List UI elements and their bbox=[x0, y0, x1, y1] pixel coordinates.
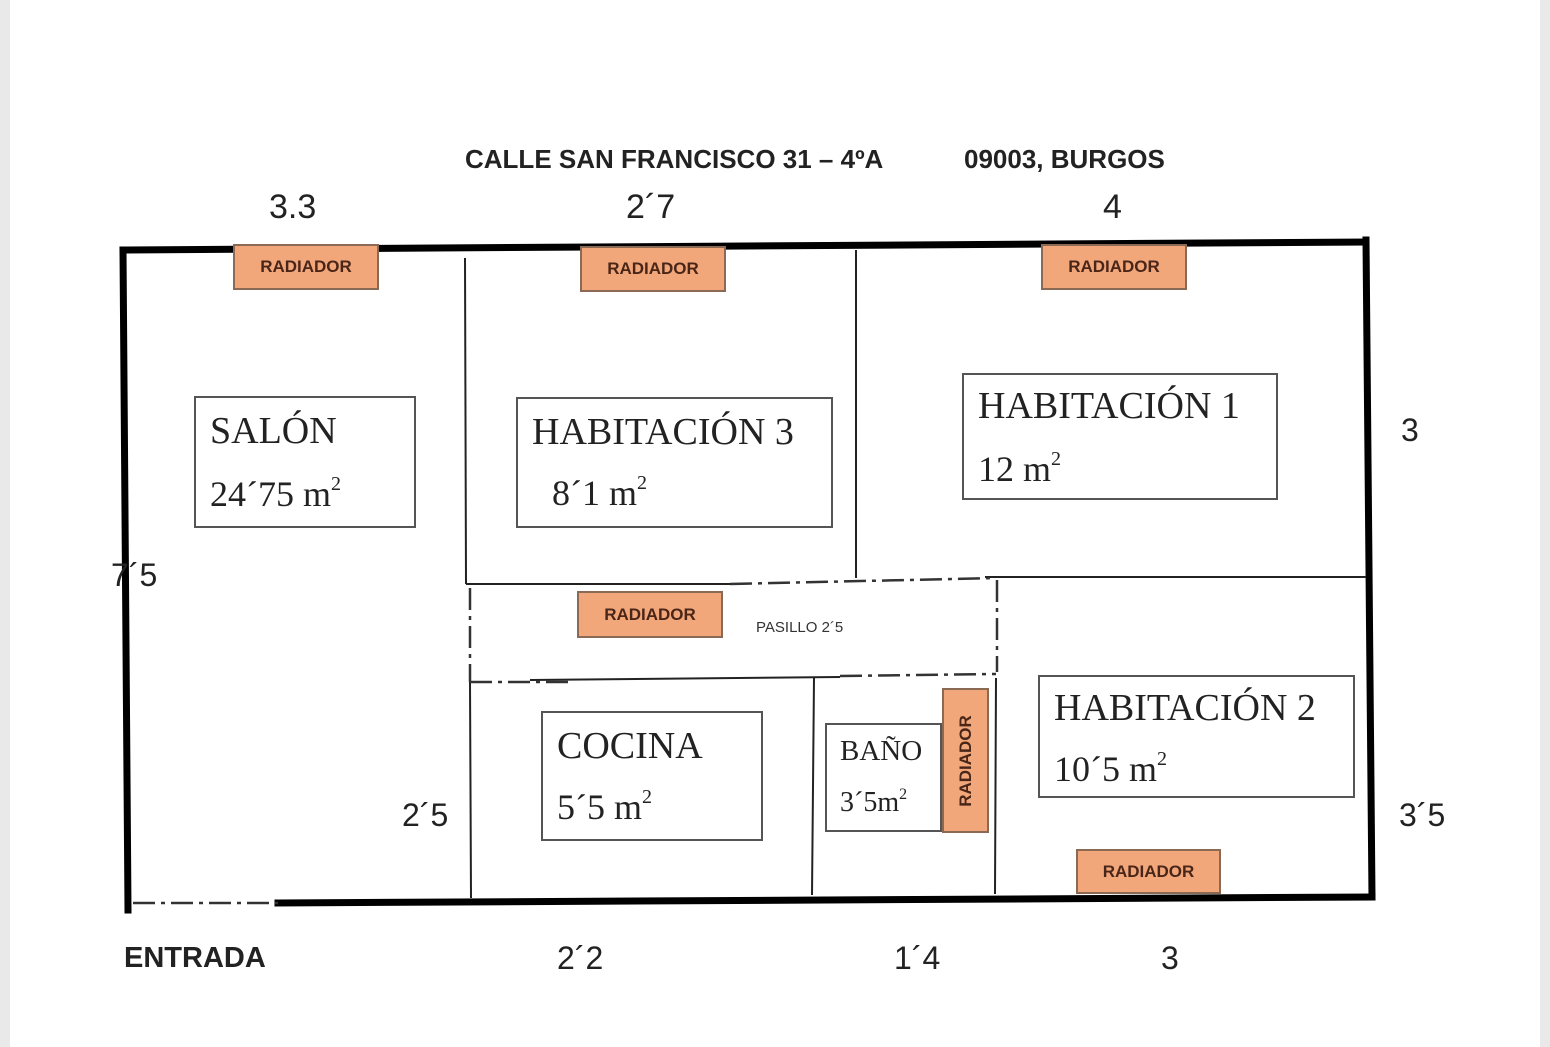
entrance-label: ENTRADA bbox=[124, 942, 266, 974]
room-salon-area-value: 24´75 m bbox=[210, 474, 331, 514]
room-bano-area-value: 3´5m bbox=[840, 787, 900, 818]
room-cocina-name: COCINA bbox=[557, 725, 703, 767]
radiator-bano-label: RADIADOR bbox=[955, 714, 975, 807]
dim-top-hab3: 2´7 bbox=[626, 188, 676, 226]
radiator-hab2-label: RADIADOR bbox=[1102, 861, 1195, 881]
room-bano-area: 3´5m2 bbox=[840, 786, 908, 818]
radiator-bano: RADIADOR bbox=[942, 688, 989, 833]
room-bano-name: BAÑO bbox=[840, 735, 923, 767]
room-hab3-area-value: 8´1 m bbox=[552, 473, 637, 513]
wall-bano-hab2 bbox=[994, 677, 997, 895]
floor-plan-page: CALLE SAN FRANCISCO 31 – 4ºA 09003, BURG… bbox=[10, 0, 1540, 1047]
room-hab2-name: HABITACIÓN 2 bbox=[1054, 687, 1316, 729]
floor-plan-lines bbox=[119, 236, 1376, 914]
radiator-pasillo-label: RADIADOR bbox=[604, 604, 696, 624]
dim-right-bottom: 3´5 bbox=[1399, 797, 1446, 833]
wall-salon-cocina bbox=[469, 681, 472, 899]
wall-left bbox=[119, 246, 132, 914]
room-hab2-area-value: 10´5 m bbox=[1054, 749, 1157, 789]
room-cocina-area-sup: 2 bbox=[642, 786, 652, 808]
dim-bottom-bano: 1´4 bbox=[894, 940, 941, 976]
room-hab3-name: HABITACIÓN 3 bbox=[532, 411, 794, 453]
room-bano-area-sup: 2 bbox=[899, 786, 908, 803]
room-hab3-area-sup: 2 bbox=[637, 472, 647, 494]
dim-top-hab1: 4 bbox=[1103, 188, 1122, 226]
corridor-bottom-line-b bbox=[839, 672, 997, 678]
dim-bottom-cocina: 2´2 bbox=[557, 940, 604, 976]
room-salon-area-sup: 2 bbox=[331, 473, 341, 495]
radiator-pasillo: RADIADOR bbox=[577, 591, 723, 638]
dim-top-salon: 3.3 bbox=[269, 188, 317, 226]
corridor-label: PASILLO 2´5 bbox=[756, 619, 844, 636]
radiator-hab1: RADIADOR bbox=[1041, 244, 1187, 290]
room-bano: BAÑO 3´5m2 bbox=[825, 723, 942, 832]
wall-salon-hab3 bbox=[464, 257, 467, 585]
dim-bottom-hab2: 3 bbox=[1161, 940, 1179, 976]
room-hab1-area-sup: 2 bbox=[1051, 448, 1062, 470]
corridor-top-line bbox=[729, 576, 997, 586]
dim-right-top: 3 bbox=[1401, 412, 1419, 448]
room-hab3-area: 8´1 m2 bbox=[552, 472, 647, 513]
address-text: CALLE SAN FRANCISCO 31 – 4ºA bbox=[465, 144, 884, 174]
dim-left: 7´5 bbox=[111, 557, 158, 593]
radiator-salon: RADIADOR bbox=[233, 244, 379, 290]
room-hab1-area-value: 12 m bbox=[978, 449, 1052, 489]
room-salon-area: 24´75 m2 bbox=[210, 473, 341, 514]
dashed-lines bbox=[133, 576, 999, 905]
wall-cocina-bano bbox=[811, 677, 815, 896]
radiator-salon-label: RADIADOR bbox=[260, 257, 352, 276]
room-cocina: COCINA 5´5 m2 bbox=[541, 711, 763, 841]
room-hab3: HABITACIÓN 3 8´1 m2 bbox=[516, 397, 833, 528]
interior-walls bbox=[464, 250, 1366, 899]
room-hab1: HABITACIÓN 1 12 m2 bbox=[962, 373, 1278, 500]
room-hab1-area: 12 m2 bbox=[978, 448, 1062, 489]
radiator-hab3: RADIADOR bbox=[580, 246, 726, 292]
dim-cocina-left: 2´5 bbox=[402, 797, 449, 833]
room-hab2-area-sup: 2 bbox=[1157, 748, 1167, 770]
radiator-hab3-label: RADIADOR bbox=[607, 259, 699, 278]
wall-cocina-top bbox=[529, 676, 841, 681]
room-salon-name: SALÓN bbox=[210, 410, 337, 452]
postal-text: 09003, BURGOS bbox=[964, 144, 1165, 174]
room-hab1-name: HABITACIÓN 1 bbox=[978, 385, 1240, 427]
room-cocina-area: 5´5 m2 bbox=[557, 786, 652, 827]
room-hab2: HABITACIÓN 2 10´5 m2 bbox=[1038, 675, 1355, 798]
room-salon: SALÓN 24´75 m2 bbox=[194, 396, 416, 528]
wall-right bbox=[1362, 236, 1376, 901]
radiator-hab1-label: RADIADOR bbox=[1068, 257, 1160, 276]
radiator-hab2: RADIADOR bbox=[1076, 849, 1221, 894]
room-hab2-area: 10´5 m2 bbox=[1054, 748, 1167, 789]
room-cocina-area-value: 5´5 m bbox=[557, 787, 642, 827]
wall-bottom bbox=[274, 893, 1376, 907]
